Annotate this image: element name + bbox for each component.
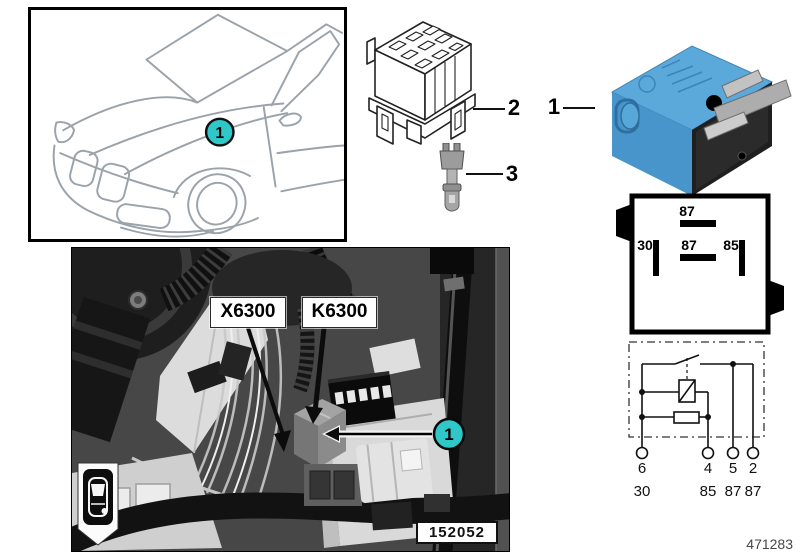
relay-photo [610, 45, 792, 196]
car-sketch: 1 [52, 13, 344, 238]
pin-30-label: 30 [637, 237, 653, 253]
terminal-fn-87a: 87 [725, 483, 742, 500]
callout-1-overview[interactable]: 1 [204, 117, 235, 147]
item-number-2[interactable]: 2 [507, 95, 521, 120]
photo-number: 152052 [416, 521, 498, 544]
arrow-x6300 [246, 327, 291, 452]
arrow-k6300 [305, 327, 327, 424]
pin-assignment-diagram: 87 30 87 85 [616, 193, 784, 335]
callout-1-leader [322, 425, 432, 443]
pin-85-label: 85 [723, 237, 739, 253]
leader-line-2 [473, 108, 505, 110]
relay-label-k6300[interactable]: K6300 [302, 297, 377, 328]
relay-top-markings [638, 59, 713, 93]
relay-socket-drawing [366, 21, 476, 145]
terminal-pin-6: 6 [638, 460, 646, 477]
right-mount-tab [768, 280, 784, 316]
circuit-schematic: 6 4 5 2 30 85 87 87 [628, 341, 765, 500]
callout-1-photo[interactable]: 1 [432, 417, 466, 451]
pin-87-center-label: 87 [681, 237, 697, 253]
terminal-pin-2: 2 [749, 460, 757, 477]
engine-bay-photo: 1 [71, 247, 510, 552]
leader-line-1 [563, 107, 595, 109]
terminal-pin-5: 5 [729, 460, 737, 477]
terminal-fn-85: 85 [700, 483, 717, 500]
pin-87-top-label: 87 [679, 203, 695, 219]
left-mount-tab [616, 204, 632, 242]
connector-label-x6300[interactable]: X6300 [210, 297, 286, 328]
resistor-symbol [673, 411, 700, 424]
callout-1-overview-number: 1 [215, 125, 224, 142]
item-number-1[interactable]: 1 [547, 94, 561, 119]
terminal-fn-30: 30 [634, 483, 651, 500]
pin-contact-drawing [439, 143, 465, 212]
terminal-fn-87b: 87 [745, 483, 762, 500]
leader-line-3 [466, 173, 503, 175]
item-number-3[interactable]: 3 [505, 161, 519, 186]
terminal-pin-4: 4 [704, 460, 712, 477]
car-position-icon [77, 462, 119, 546]
callout-1-photo-number: 1 [444, 425, 453, 444]
document-number: 471283 [746, 536, 793, 552]
vehicle-overview-panel: 1 [28, 7, 347, 242]
relay-pins [703, 69, 792, 161]
